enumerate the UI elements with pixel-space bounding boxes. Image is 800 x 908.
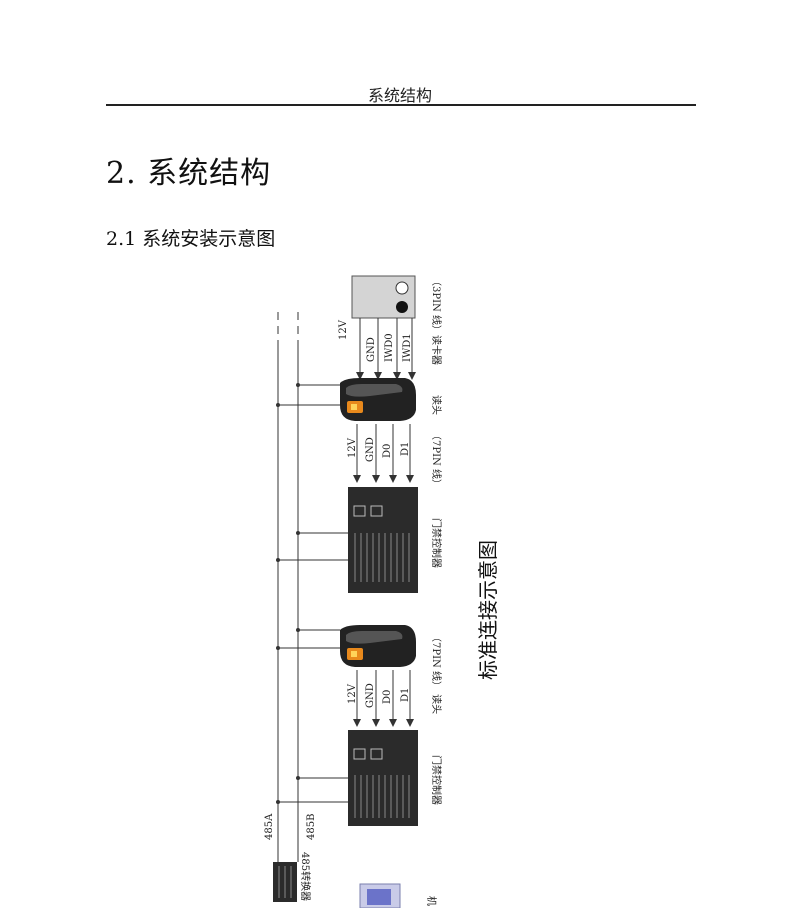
wires-top <box>359 318 413 375</box>
access-controller-2 <box>348 730 418 826</box>
bus-485a-label: 485A <box>264 813 275 840</box>
wire-bottom-gnd: GND <box>365 683 376 708</box>
wire-top-gnd: GND <box>366 337 377 362</box>
wire-mid-d1: D1 <box>400 442 411 456</box>
card-reader-label: （3PIN 线）读卡器 <box>430 276 443 365</box>
wire-top-iwd0: IWD0 <box>384 333 395 362</box>
wire-bottom-d1: D1 <box>400 688 411 702</box>
reader-label-2: （7PIN 线） 读头 <box>430 632 443 714</box>
controller-label-1: 门禁控制器 <box>430 518 443 568</box>
reader-device-2 <box>340 625 416 667</box>
running-header: 系统结构 <box>367 86 432 105</box>
header-rule <box>106 104 696 106</box>
card-reader-box <box>351 275 416 319</box>
wire-mid-12v: 12V <box>347 437 358 458</box>
diagram-caption: 标准连接示意图 <box>476 540 500 680</box>
bus-485b-label: 485B <box>306 814 317 840</box>
computer-icon <box>359 883 401 908</box>
wire-bottom-d0: D0 <box>382 690 393 704</box>
wire-mid-gnd: GND <box>365 437 376 462</box>
reader-label-1: 读头 <box>430 395 443 415</box>
controller-label-2: 门禁控制器 <box>430 755 443 805</box>
reader-device-1 <box>340 378 416 421</box>
subsection-title: 2.1 系统安装示意图 <box>106 228 276 250</box>
rs485-converter <box>273 862 297 902</box>
section-title: 2. 系统结构 <box>106 156 272 191</box>
access-controller-1 <box>348 487 418 593</box>
wire-top-12v: 12V <box>338 319 349 340</box>
wire-top-iwd1: IWD1 <box>402 333 413 362</box>
wire-bottom-12v: 12V <box>347 683 358 704</box>
wire-mid-d0: D0 <box>382 444 393 458</box>
computer-label: 机 <box>425 896 438 906</box>
pin-cable-label-1: （7PIN 线） <box>430 430 443 489</box>
converter-label: 485转换器 <box>299 852 312 901</box>
